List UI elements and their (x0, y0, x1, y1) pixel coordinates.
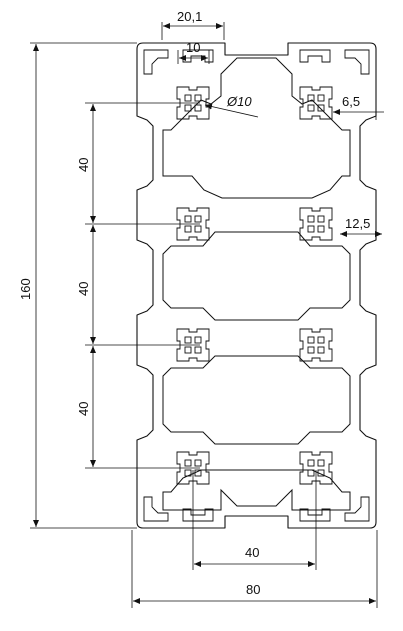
dim-pitch-2: 40 (76, 282, 91, 296)
core-node-outline (299, 451, 333, 485)
core-node-cell (184, 346, 192, 354)
core-node-cell (307, 336, 315, 344)
core-node-outline (176, 328, 210, 362)
dim-hole-diameter: Ø10 (226, 94, 252, 109)
core-node-cell (184, 459, 192, 467)
core-node-cell (184, 469, 192, 477)
core-node (299, 207, 333, 241)
core-node-cell (194, 94, 202, 102)
core-node-cell (307, 215, 315, 223)
core-node-cell (194, 469, 202, 477)
dim-right-upper: 6,5 (342, 94, 360, 109)
core-node-cell (307, 469, 315, 477)
core-node (299, 86, 333, 120)
core-node-cell (184, 94, 192, 102)
core-node (299, 451, 333, 485)
core-node-cell (317, 336, 325, 344)
core-node-cell (307, 104, 315, 112)
core-node-outline (299, 86, 333, 120)
dim-top-inner: 10 (186, 40, 200, 55)
core-node-cell (194, 336, 202, 344)
dim-height: 160 (18, 278, 33, 300)
core-node (299, 328, 333, 362)
core-node-cell (307, 346, 315, 354)
core-node-cell (194, 346, 202, 354)
dim-top-outer: 20,1 (177, 9, 202, 24)
core-node-cell (184, 104, 192, 112)
core-node-cell (194, 459, 202, 467)
core-node-outline (299, 328, 333, 362)
core-node (176, 328, 210, 362)
core-node-cell (307, 225, 315, 233)
core-node-outline (176, 86, 210, 120)
dim-bottom-outer: 80 (246, 582, 260, 597)
core-node (176, 207, 210, 241)
dimensions (30, 22, 384, 608)
core-node-cell (317, 104, 325, 112)
core-node (176, 451, 210, 485)
core-node-cell (317, 459, 325, 467)
core-node-cell (317, 215, 325, 223)
dimension-labels: 20,1 10 Ø10 6,5 12,5 160 40 40 40 40 80 (18, 9, 370, 597)
dim-bottom-inner: 40 (245, 545, 259, 560)
core-node-cell (317, 225, 325, 233)
core-node-cell (184, 225, 192, 233)
core-node (176, 86, 210, 120)
dim-pitch-3: 40 (76, 402, 91, 416)
core-node-cell (317, 94, 325, 102)
core-node-cell (307, 459, 315, 467)
core-node-cell (184, 336, 192, 344)
dim-pitch-1: 40 (76, 158, 91, 172)
core-node-cell (184, 215, 192, 223)
core-node-cell (194, 104, 202, 112)
profile-cavities (162, 57, 351, 511)
core-node-outline (299, 207, 333, 241)
core-node-cell (317, 469, 325, 477)
corner-channels (143, 49, 370, 522)
core-node-cell (307, 94, 315, 102)
core-node-cell (194, 225, 202, 233)
core-node-cell (194, 215, 202, 223)
core-node-outline (176, 451, 210, 485)
dim-right-lower: 12,5 (345, 216, 370, 231)
core-node-cell (317, 346, 325, 354)
core-node-outline (176, 207, 210, 241)
core-nodes (176, 86, 333, 485)
